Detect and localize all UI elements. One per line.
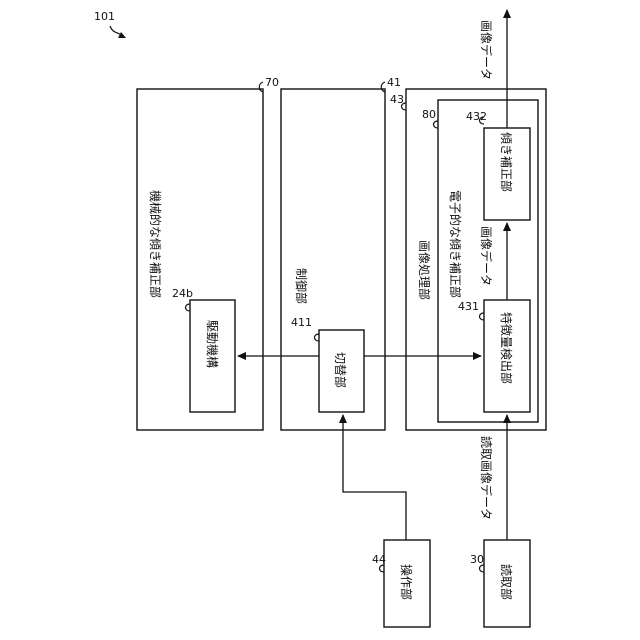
- ref-44: 44: [372, 553, 386, 566]
- ref-43: 43: [390, 93, 404, 106]
- ref-431: 431: [458, 300, 479, 313]
- figure-ref-arrowhead: [118, 32, 126, 38]
- ref-80: 80: [422, 108, 436, 121]
- signal-label-output: 画像データ: [479, 20, 494, 80]
- switching-unit-label: 切替部: [333, 352, 348, 388]
- figure-ref: 101: [94, 10, 115, 23]
- ref-41: 41: [387, 76, 401, 89]
- operation-unit-label: 操作部: [399, 564, 414, 600]
- control-unit-title: 制御部: [294, 268, 309, 304]
- ref-24b: 24b: [172, 287, 193, 300]
- ref-411: 411: [291, 316, 312, 329]
- ref-432: 432: [466, 110, 487, 123]
- drive-mechanism-label: 駆動機構: [205, 320, 220, 368]
- mechanical-tilt-correction-title: 機械的な傾き補正部: [148, 190, 163, 298]
- signal-label-read: 読取画像データ: [479, 436, 494, 520]
- ref-30: 30: [470, 553, 484, 566]
- image-processing-title: 画像処理部: [417, 240, 432, 300]
- arrow-operation-to-switch: [343, 415, 406, 540]
- tilt-correction-label: 傾き補正部: [499, 132, 514, 192]
- feature-detection-label: 特徴量検出部: [499, 312, 514, 384]
- ref-70: 70: [265, 76, 279, 89]
- reading-unit-label: 読取部: [499, 564, 514, 600]
- signal-label-mid: 画像データ: [479, 226, 494, 286]
- electronic-tilt-correction-title: 電子的な傾き補正部: [448, 190, 463, 298]
